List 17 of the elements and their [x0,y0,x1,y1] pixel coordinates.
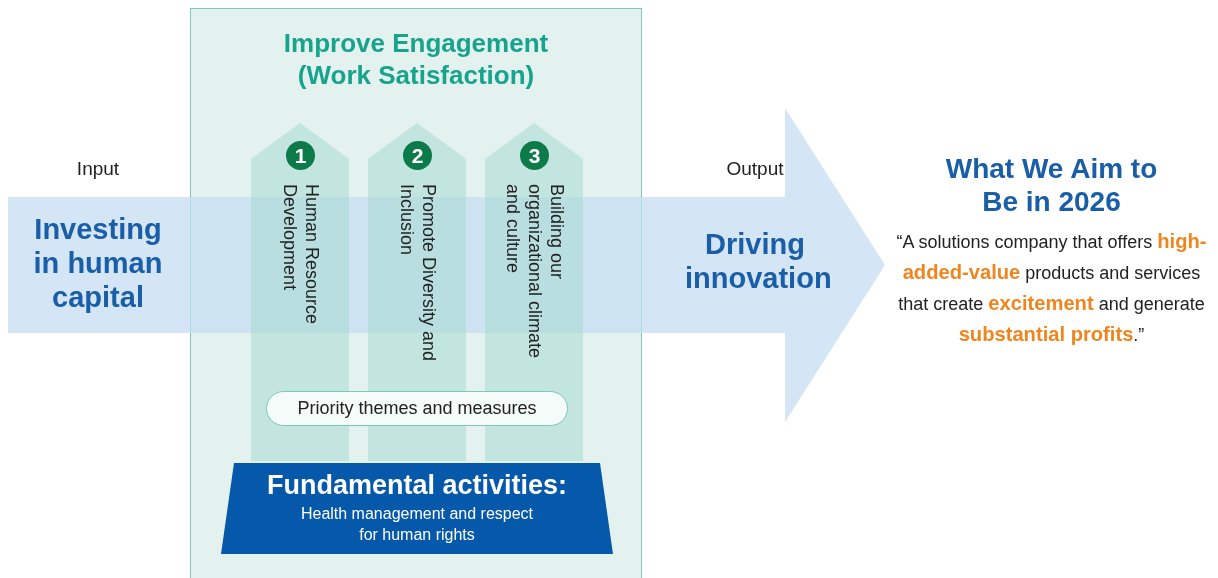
side-label: Input [75,158,121,180]
goal-quote: “A solutions company that offers high-added-value products and services that create excitement and generate substantial profits.” [895,229,1208,347]
banner-heading: Fundamental activities: [265,469,569,501]
output-heading: Driving innovation [660,225,850,297]
input-heading: Investing in human capital [8,210,188,316]
number-badge: 2 [403,141,432,170]
side-label: Output [725,158,785,180]
column-label: Promote Diversity and Inclusion [396,184,440,364]
panel-title: Improve Engagement (Work Satisfaction) [282,27,550,91]
column-label: Building our organizational climate and culture [505,184,565,361]
banner-text: Health management and respect for human rights [299,504,535,545]
goal-heading: What We Aim to Be in 2026 [944,152,1159,218]
number-badge: 1 [286,141,315,170]
flow-arrow [8,108,885,422]
number-badge: 3 [520,141,549,170]
theme-tag: Priority themes and measures [266,391,568,426]
column-label: Human Resource Development [279,184,323,327]
